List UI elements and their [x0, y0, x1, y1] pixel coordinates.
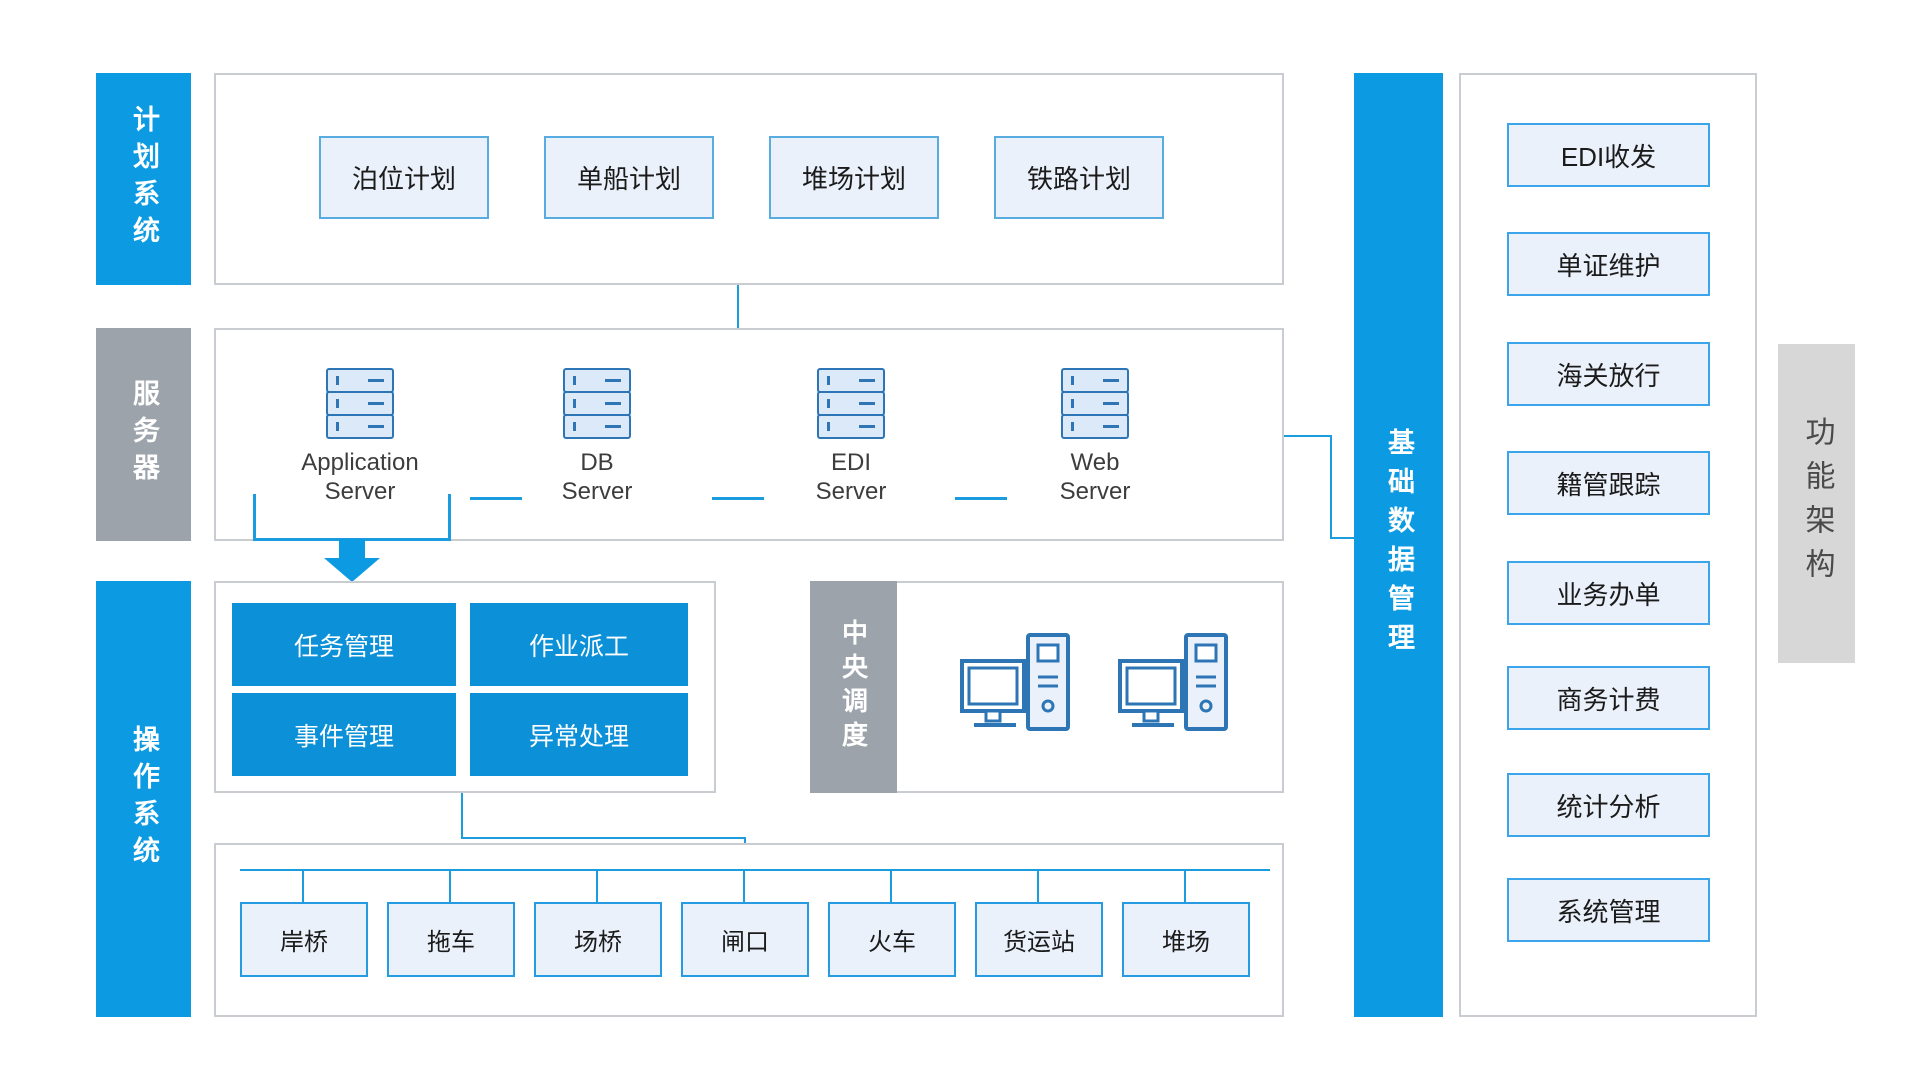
server-link-dash-1: [470, 497, 522, 500]
plan-box-rail-label: 铁路计划: [1026, 164, 1131, 194]
equipment-box-yard-crane: 场桥: [534, 902, 662, 977]
equipment-drop-1: [302, 869, 304, 902]
function-box-tracking: 籍管跟踪: [1507, 451, 1710, 515]
function-box-edi: EDI收发: [1507, 123, 1710, 187]
function-label: EDI收发: [1560, 141, 1657, 172]
db-server-label: DB Server: [561, 449, 633, 505]
function-box-billing: 商务计费: [1507, 666, 1710, 730]
plan-box-vessel: 单船计划: [544, 136, 714, 219]
job-dispatch-box: 作业派工: [470, 603, 688, 686]
server-link-dash-2: [712, 497, 764, 500]
down-arrow-shaft: [339, 539, 365, 560]
function-architecture-bar: 功能架构: [1778, 344, 1855, 663]
connector-server-right-3: [1330, 537, 1354, 539]
equipment-drop-3: [596, 869, 598, 902]
equipment-label: 堆场: [1162, 929, 1210, 956]
exception-handling-box: 异常处理: [470, 693, 688, 776]
equipment-drop-7: [1184, 869, 1186, 902]
web-server-icon: [1061, 368, 1129, 439]
function-label: 单证维护: [1556, 250, 1661, 281]
function-label: 系统管理: [1556, 896, 1661, 927]
function-box-documents: 单证维护: [1507, 232, 1710, 296]
equipment-label: 货运站: [1003, 929, 1075, 956]
equipment-box-gate: 闸口: [681, 902, 809, 977]
plan-box-rail: 铁路计划: [994, 136, 1164, 219]
server-bar: 服务器: [96, 328, 191, 541]
connector-ops-horizontal: [461, 837, 746, 839]
application-server-label: Application Server: [301, 449, 419, 505]
exception-handling-label: 异常处理: [528, 722, 629, 751]
application-server-bracket: [253, 494, 451, 541]
equipment-box-train: 火车: [828, 902, 956, 977]
equipment-bus-line: [240, 869, 1270, 871]
plan-box-berth: 泊位计划: [319, 136, 489, 219]
function-label: 商务计费: [1556, 684, 1661, 715]
db-server-icon: [563, 368, 631, 439]
equipment-label: 场桥: [574, 929, 622, 956]
down-arrow-icon: [324, 558, 380, 582]
functions-panel: [1459, 73, 1757, 1017]
connector-server-right-2: [1330, 435, 1332, 539]
web-server-label: Web Server: [1059, 449, 1131, 505]
edi-server-icon: [817, 368, 885, 439]
server-link-dash-3: [955, 497, 1007, 500]
function-label: 统计分析: [1556, 791, 1661, 822]
central-dispatch-strip: 中央调度: [810, 581, 897, 793]
task-management-label: 任务管理: [293, 632, 394, 661]
connector-server-right-1: [1284, 435, 1332, 437]
operation-system-label: 操作系统: [129, 725, 159, 873]
event-management-box: 事件管理: [232, 693, 456, 776]
equipment-box-freight-station: 货运站: [975, 902, 1103, 977]
workstation-icon: [1118, 633, 1228, 731]
plan-box-yard-label: 堆场计划: [801, 164, 906, 194]
event-management-label: 事件管理: [293, 722, 394, 751]
equipment-box-trailer: 拖车: [387, 902, 515, 977]
plan-box-berth-label: 泊位计划: [351, 164, 456, 194]
function-architecture-label: 功能架构: [1800, 415, 1834, 592]
planning-system-label: 计划系统: [129, 105, 159, 253]
central-dispatch-label: 中央调度: [838, 619, 869, 755]
function-box-system: 系统管理: [1507, 878, 1710, 942]
equipment-label: 闸口: [721, 929, 769, 956]
plan-box-vessel-label: 单船计划: [576, 164, 681, 194]
base-data-management-bar: 基础数据管理: [1354, 73, 1443, 1017]
function-box-business: 业务办单: [1507, 561, 1710, 625]
connector-ops-down: [461, 793, 463, 839]
edi-server-label: EDI Server: [815, 449, 887, 505]
task-management-box: 任务管理: [232, 603, 456, 686]
job-dispatch-label: 作业派工: [528, 632, 629, 661]
function-label: 籍管跟踪: [1556, 469, 1661, 500]
function-box-statistics: 统计分析: [1507, 773, 1710, 837]
equipment-drop-6: [1037, 869, 1039, 902]
application-server-icon: [326, 368, 394, 439]
equipment-box-stack-yard: 堆场: [1122, 902, 1250, 977]
function-label: 业务办单: [1556, 579, 1661, 610]
equipment-box-quay-crane: 岸桥: [240, 902, 368, 977]
workstation-icon: [960, 633, 1070, 731]
equipment-label: 岸桥: [280, 929, 328, 956]
equipment-label: 火车: [868, 929, 916, 956]
plan-box-yard: 堆场计划: [769, 136, 939, 219]
base-data-management-label: 基础数据管理: [1384, 428, 1414, 662]
equipment-label: 拖车: [427, 929, 475, 956]
function-box-customs: 海关放行: [1507, 342, 1710, 406]
equipment-drop-2: [449, 869, 451, 902]
equipment-drop-4: [743, 869, 745, 902]
equipment-drop-5: [890, 869, 892, 902]
planning-system-bar: 计划系统: [96, 73, 191, 285]
function-label: 海关放行: [1556, 360, 1661, 391]
connector-planning-server: [737, 285, 739, 328]
operation-system-bar: 操作系统: [96, 581, 191, 1017]
server-bar-label: 服务器: [129, 379, 159, 490]
